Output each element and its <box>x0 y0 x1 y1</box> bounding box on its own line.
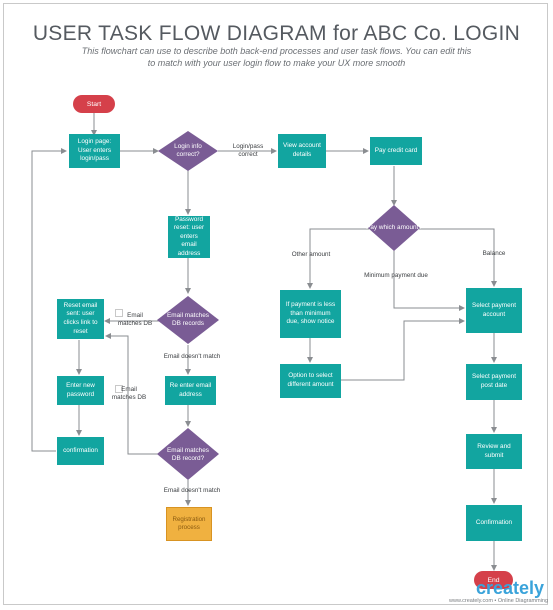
edge-confirm-login <box>31 148 67 452</box>
edge-match2-sent <box>105 333 160 455</box>
decision-label-login-correct: Login info correct? <box>174 142 202 158</box>
process-reenter-email[interactable]: Re enter email address <box>165 376 216 405</box>
creately-tagline: www.creately.com • Online Diagramming <box>449 598 549 604</box>
edge-label-balance: Balance <box>482 250 506 257</box>
end-terminator[interactable]: End <box>474 571 513 589</box>
process-pay-credit-card[interactable]: Pay credit card <box>370 137 422 165</box>
process-review-submit[interactable]: Review and submit <box>466 434 522 469</box>
edge-label-email-matches-db-1: Email matches DB <box>117 312 153 327</box>
process-confirmation-right[interactable]: Confirmation <box>466 505 522 541</box>
decision-label-email-matches-2: Email matches DB record? <box>167 446 209 462</box>
process-password-reset[interactable]: Password reset: user enters email addres… <box>168 216 210 258</box>
process-confirmation-left[interactable]: confirmation <box>57 437 104 465</box>
process-view-account[interactable]: View account details <box>278 134 326 168</box>
start-terminator[interactable]: Start <box>73 95 115 113</box>
edge-label-email-matches-db-2: Email matches DB <box>111 386 147 401</box>
process-reset-email-sent[interactable]: Reset email sent: user clicks link to re… <box>57 299 104 339</box>
decision-pay-which-amount <box>368 205 420 251</box>
decision-label-pay-which-amount: Pay which amount? <box>366 223 422 231</box>
process-select-different-amount[interactable]: Option to select different amount <box>280 364 341 398</box>
edge-label-email-doesnt-match-2: Email doesn't match <box>163 487 221 494</box>
edge-minimum-due <box>393 250 465 311</box>
process-select-post-date[interactable]: Select payment post date <box>466 364 522 400</box>
edge-option-account <box>341 318 465 381</box>
edge-label-other-amount: Other amount <box>291 251 331 258</box>
checkbox-icon <box>115 309 123 317</box>
process-payment-less-notice[interactable]: If payment is less than minimum due, sho… <box>280 290 341 338</box>
checkbox-icon <box>115 385 123 393</box>
process-login-page[interactable]: Login page: User enters login/pass <box>69 134 120 168</box>
process-select-payment-account[interactable]: Select payment account <box>466 288 522 333</box>
edge-other-amount <box>307 228 369 289</box>
edge-label-minimum-payment-due: Minimum payment due <box>364 272 428 279</box>
edge-balance <box>419 228 497 287</box>
decision-login-correct <box>158 131 218 171</box>
process-registration[interactable]: Registration process <box>166 507 212 541</box>
edge-label-login-correct: Login/pass correct <box>232 143 264 158</box>
decision-email-matches-2 <box>157 428 219 480</box>
diagram-frame <box>3 3 548 605</box>
diagram-subtitle: This flowchart can use to describe both … <box>81 46 472 68</box>
process-enter-new-password[interactable]: Enter new password <box>57 376 104 405</box>
decision-label-email-matches-1: Email matches DB records <box>167 311 209 327</box>
diagram-title: USER TASK FLOW DIAGRAM for ABC Co. LOGIN <box>32 22 521 45</box>
decision-email-matches-1 <box>157 296 219 344</box>
edge-label-email-doesnt-match-1: Email doesn't match <box>163 353 221 360</box>
creately-logo: creately <box>476 578 545 598</box>
